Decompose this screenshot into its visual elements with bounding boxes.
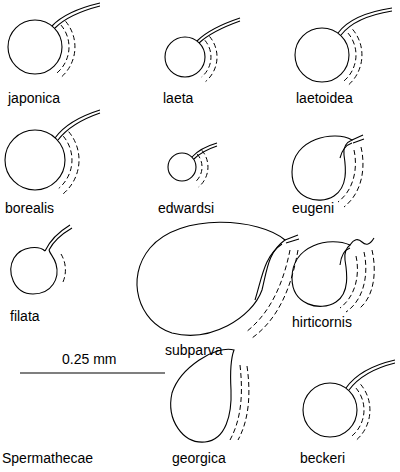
spermatheca-duct xyxy=(350,238,374,245)
outline-arc xyxy=(57,25,69,73)
spermatheca-duct xyxy=(349,363,395,390)
outline-arc xyxy=(206,36,217,81)
spermatheca-bulb xyxy=(292,242,350,307)
spermatheca-neck xyxy=(340,143,352,158)
outline-arc xyxy=(344,33,356,81)
outline-arc xyxy=(352,388,364,436)
spermatheca-duct xyxy=(194,146,217,159)
species-label: borealis xyxy=(5,200,54,216)
outline-arc xyxy=(202,40,211,77)
spermatheca-bulb xyxy=(303,383,357,437)
outline-arc xyxy=(246,250,290,332)
spermatheca-duct xyxy=(45,225,72,251)
spermatheca-duct xyxy=(352,135,364,143)
spermatheca-neck xyxy=(340,248,350,265)
beckeri-spermatheca xyxy=(303,360,395,441)
spermatheca-bulb xyxy=(295,28,349,82)
outline-arc xyxy=(195,154,202,182)
georgica-spermatheca xyxy=(171,349,249,442)
japonica-spermatheca xyxy=(8,3,100,78)
species-label: laeta xyxy=(163,90,193,106)
species-label: filata xyxy=(10,308,40,324)
spermatheca-duct xyxy=(341,11,392,35)
figure-label: Spermathecae xyxy=(2,450,93,466)
spermatheca-neck xyxy=(255,244,282,300)
spermatheca-bulb xyxy=(11,248,57,294)
borealis-spermatheca xyxy=(5,110,100,194)
outline-arc xyxy=(356,384,370,440)
hirticornis-spermatheca xyxy=(292,238,374,312)
laeta-spermatheca xyxy=(165,18,240,82)
subparva-spermatheca xyxy=(137,222,299,338)
species-label: subparva xyxy=(165,342,223,358)
outline-arc xyxy=(61,254,65,282)
eugeni-spermatheca xyxy=(292,135,364,207)
spermatheca-duct xyxy=(58,113,100,140)
spermatheca-bulb xyxy=(137,222,285,335)
species-label: hirticornis xyxy=(292,314,352,330)
species-label: edwardsi xyxy=(158,200,214,216)
outline-arc xyxy=(238,366,249,440)
outline-arc xyxy=(63,132,79,194)
scale-label: 0.25 mm xyxy=(62,351,116,367)
species-label: eugeni xyxy=(292,200,334,216)
outline-arc xyxy=(340,256,357,308)
spermatheca-duct xyxy=(285,235,299,243)
outline-arc xyxy=(230,365,241,440)
spermatheca-duct xyxy=(55,6,100,28)
spermatheca-bulb xyxy=(171,349,234,442)
species-label: georgica xyxy=(172,450,226,466)
outline-arc xyxy=(344,147,363,207)
outline-arc xyxy=(338,150,355,202)
edwardsi-spermatheca xyxy=(168,143,217,187)
outline-arc xyxy=(252,250,298,338)
outline-arc xyxy=(348,29,362,85)
spermatheca-bulb xyxy=(168,153,196,181)
outline-arc xyxy=(360,250,374,308)
species-label: laetoidea xyxy=(296,90,353,106)
spermatheca-duct xyxy=(55,110,100,138)
species-label: japonica xyxy=(8,90,60,106)
spermatheca-duct xyxy=(192,143,217,157)
outline-arc xyxy=(61,21,75,77)
laetoidea-spermatheca xyxy=(295,8,392,86)
outline-arc xyxy=(199,150,208,187)
outline-arc xyxy=(346,252,366,312)
filata-spermatheca xyxy=(11,225,72,294)
scale-bar xyxy=(20,372,165,373)
spermatheca-bulb xyxy=(5,130,65,190)
species-label: beckeri xyxy=(300,450,345,466)
outline-arc xyxy=(59,136,72,188)
spermatheca-duct xyxy=(199,21,240,43)
spermatheca-duct xyxy=(346,360,395,388)
spermatheca-bulb xyxy=(292,136,352,200)
spermatheca-bulb xyxy=(8,20,62,74)
